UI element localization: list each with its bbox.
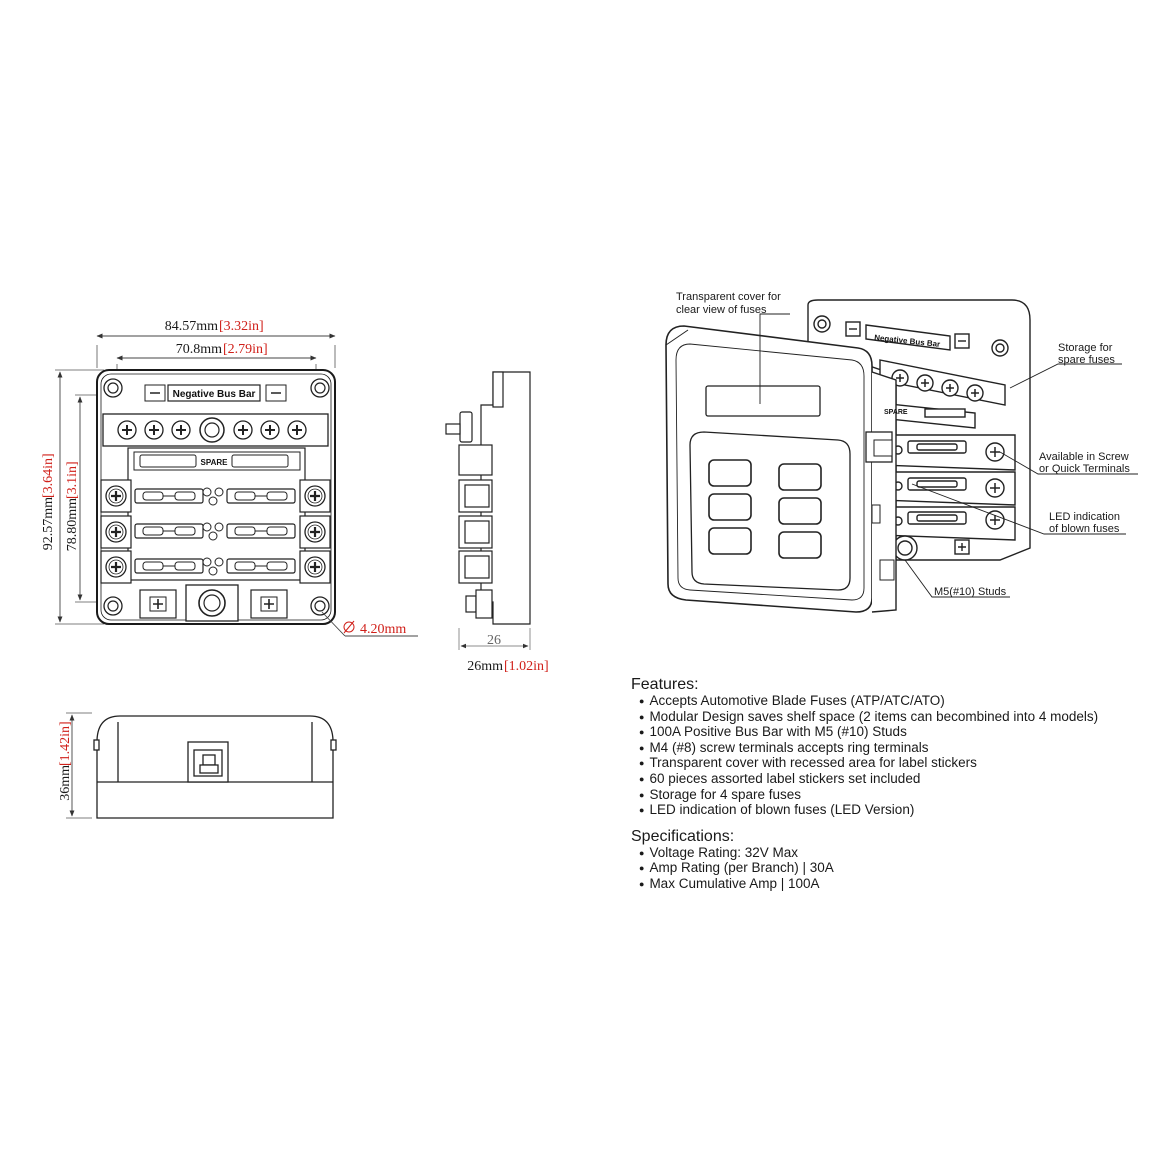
side-depth-in: [1.02in] xyxy=(504,659,549,674)
feature-item: Transparent cover with recessed area for… xyxy=(639,756,1151,772)
feature-item: 60 pieces assorted label stickers set in… xyxy=(639,771,1151,788)
spare-label: SPARE xyxy=(201,458,229,467)
feature-item: LED indication of blown fuses (LED Versi… xyxy=(639,803,1151,819)
bottom-height-mm: 36mm xyxy=(58,765,73,801)
fuse-row-2 xyxy=(100,515,331,549)
bottom-height-in: [1.42in] xyxy=(58,721,73,766)
height-inner-mm: 78.80mm xyxy=(65,498,80,551)
storage-callout: Storage for spare fuses xyxy=(1058,342,1115,366)
width-inner-in: [2.79in] xyxy=(223,342,268,357)
specification-item: Max Cumulative Amp | 100A xyxy=(639,876,1151,893)
hole-diameter-callout: 4.20mm xyxy=(321,611,418,637)
specifications-block: Specifications: Voltage Rating: 32V Max … xyxy=(631,828,1151,893)
side-depth-value: 26 xyxy=(487,633,501,648)
specification-item: Voltage Rating: 32V Max xyxy=(639,845,1151,862)
feature-item: M4 (#8) screw terminals accepts ring ter… xyxy=(639,740,1151,757)
storage-leader-line xyxy=(1009,363,1122,389)
iso-view: Negative Bus Bar SPARE Transparent cover… xyxy=(665,291,1138,613)
mounting-hole-bottom-left xyxy=(103,596,123,616)
height-overall-in: [3.64in] xyxy=(41,453,56,498)
iso-transparent-cover xyxy=(665,325,897,613)
feature-item: Modular Design saves shelf space (2 item… xyxy=(639,709,1151,726)
width-overall-dimension: 84.57mm [3.32in] xyxy=(96,319,336,368)
features-block: Features: Accepts Automotive Blade Fuses… xyxy=(631,676,1151,819)
height-inner-dimension: 78.80mm [3.1in] xyxy=(65,394,104,603)
mounting-hole-top-left xyxy=(103,378,123,398)
terminals-callout: Available in Screw or Quick Terminals xyxy=(1039,451,1132,475)
terminals-leader-line xyxy=(999,451,1138,475)
iso-negative-bus-bar-plate xyxy=(865,324,951,351)
width-overall-mm: 84.57mm xyxy=(165,319,218,334)
width-overall-in: [3.32in] xyxy=(219,319,264,334)
specifications-title: Specifications: xyxy=(631,827,735,845)
mounting-hole-bottom-right xyxy=(310,596,330,616)
features-list: Accepts Automotive Blade Fuses (ATP/ATC/… xyxy=(639,693,1151,819)
cover-leader-line xyxy=(759,313,790,404)
height-overall-mm: 92.57mm xyxy=(41,497,56,550)
specification-item: Amp Rating (per Branch) | 30A xyxy=(639,861,1151,877)
feature-item: Accepts Automotive Blade Fuses (ATP/ATC/… xyxy=(639,693,1151,710)
side-view xyxy=(445,371,531,650)
bottom-view: 36mm [1.42in] xyxy=(58,712,337,819)
fuse-row-1 xyxy=(100,479,331,513)
width-inner-mm: 70.8mm xyxy=(176,342,222,357)
cover-callout: Transparent cover for clear view of fuse… xyxy=(676,291,784,316)
front-view: 84.57mm [3.32in] 70.8mm [2.79in] 92.57mm… xyxy=(41,319,418,637)
width-inner-dimension: 70.8mm [2.79in] xyxy=(116,342,317,385)
height-overall-dimension: 92.57mm [3.64in] xyxy=(41,369,104,625)
studs-leader-line xyxy=(904,559,1010,598)
mounting-hole-top-right xyxy=(310,378,330,398)
feature-item: 100A Positive Bus Bar with M5 (#10) Stud… xyxy=(639,725,1151,741)
text-panel: Features: Accepts Automotive Blade Fuses… xyxy=(631,676,1151,893)
studs-callout: M5(#10) Studs xyxy=(934,586,1007,598)
negative-bus-bar-plate xyxy=(167,384,261,402)
led-leader-line xyxy=(911,483,1126,535)
specifications-list: Voltage Rating: 32V Max Amp Rating (per … xyxy=(639,845,1151,893)
features-title: Features: xyxy=(631,676,699,693)
fuse-row-3 xyxy=(100,550,331,584)
side-depth-mm: 26mm xyxy=(467,659,503,674)
feature-item: Storage for 4 spare fuses xyxy=(639,787,1151,804)
height-inner-in: [3.1in] xyxy=(65,461,80,499)
negative-bus-bar-label: Negative Bus Bar xyxy=(173,389,256,400)
led-callout: LED indication of blown fuses xyxy=(1049,511,1123,535)
iso-spare-label: SPARE xyxy=(884,409,908,416)
hole-diameter-value: 4.20mm xyxy=(360,622,406,637)
